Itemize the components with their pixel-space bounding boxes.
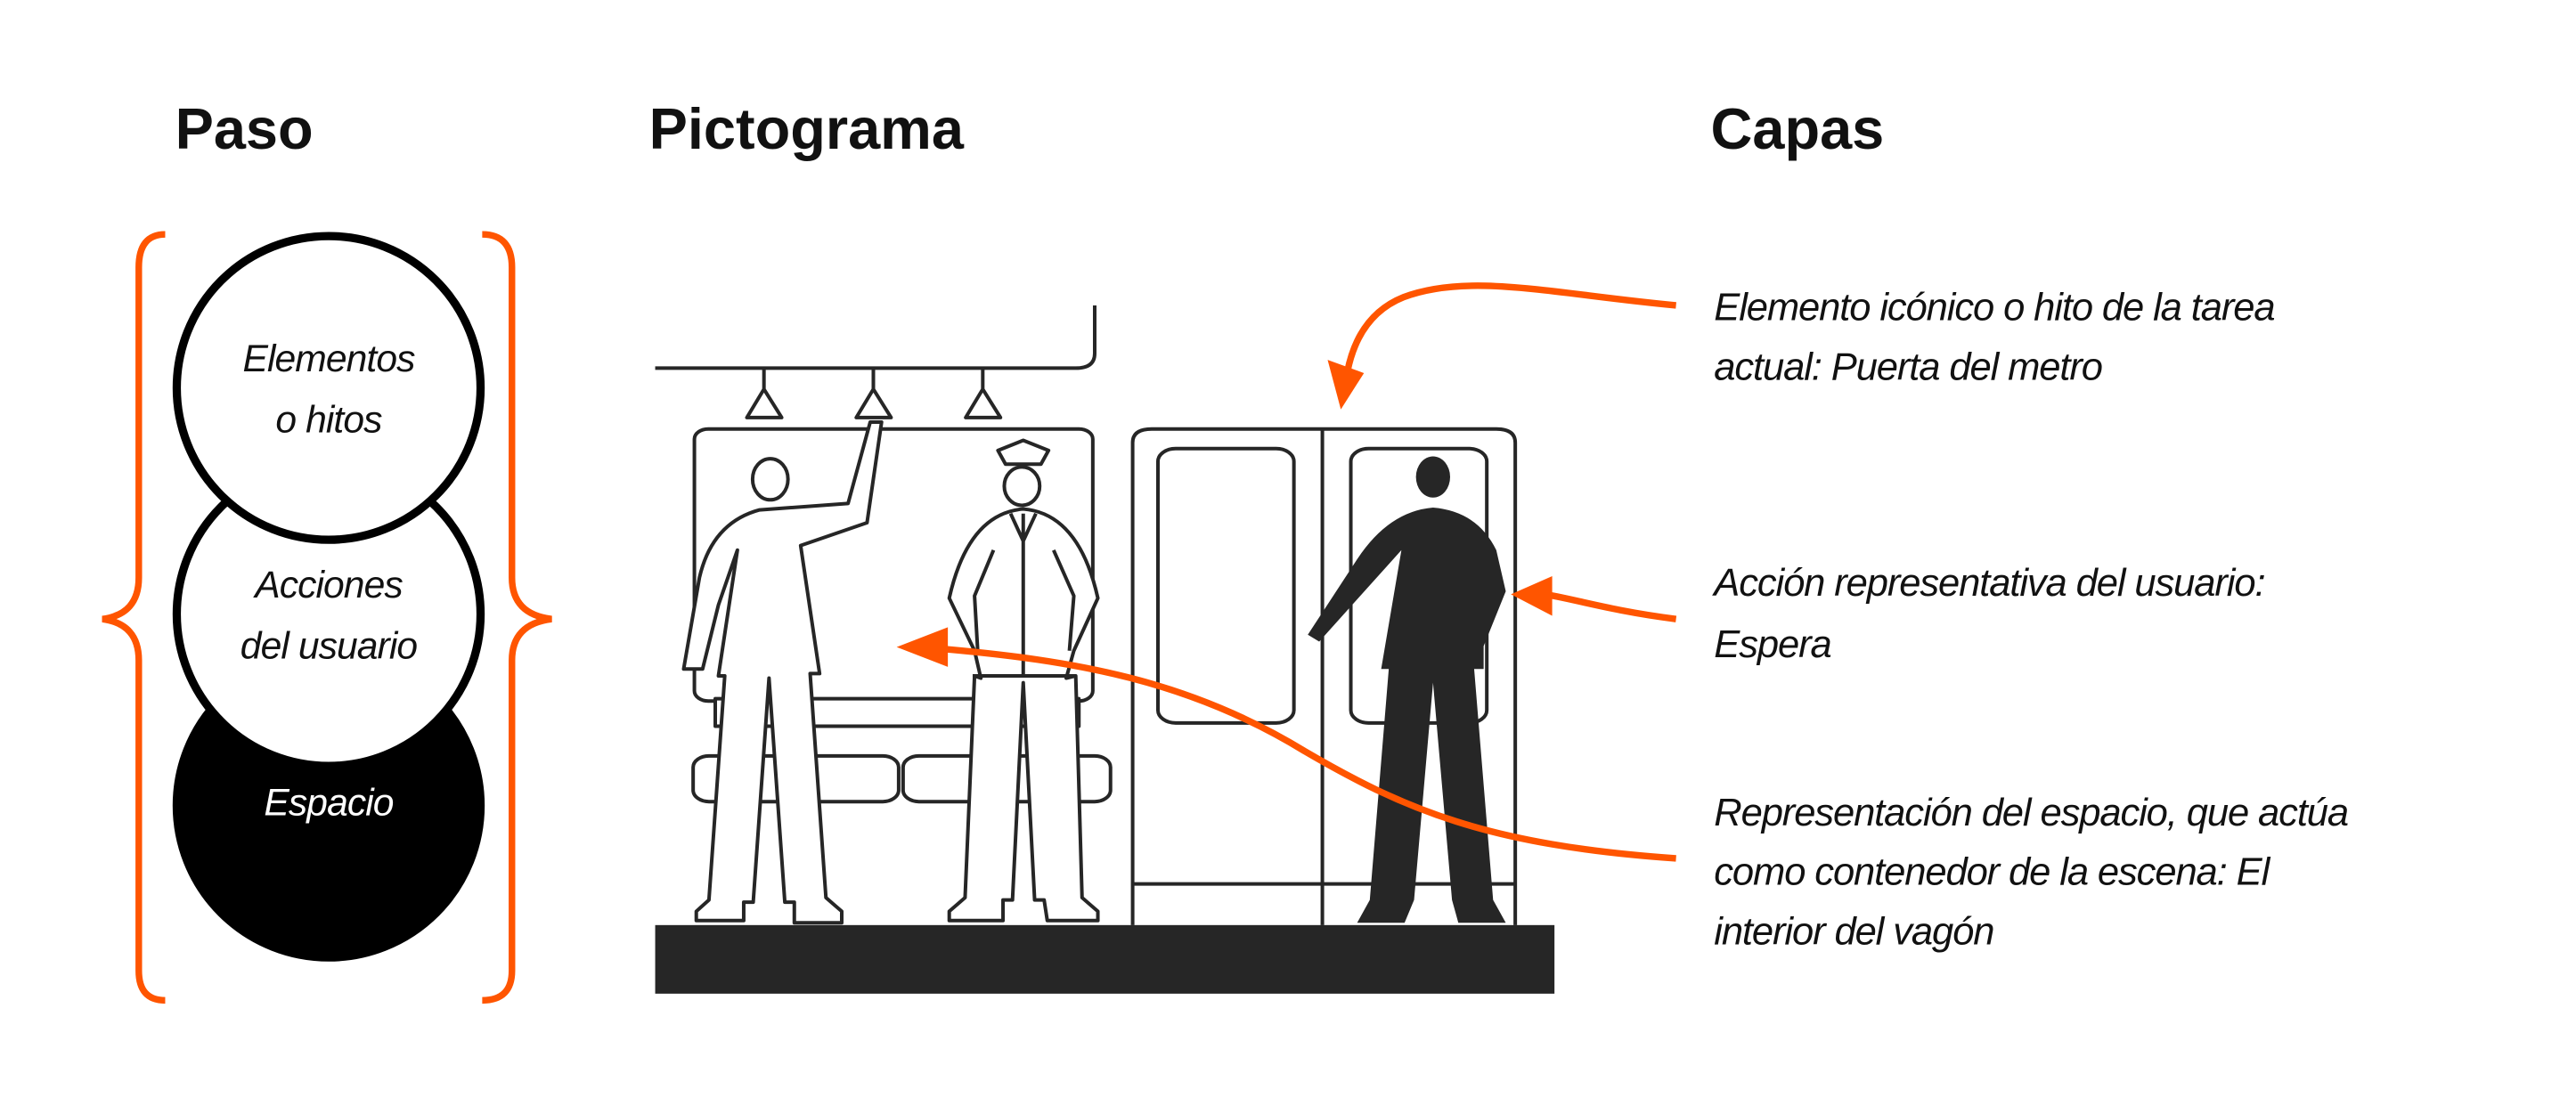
passenger-holding-strap	[684, 422, 882, 923]
handrail	[656, 305, 1095, 368]
layer-action-line2: Espera	[1714, 623, 1830, 666]
hand-straps	[747, 368, 1001, 417]
layer-space-line1: Representación del espacio, que actúa	[1714, 792, 2348, 834]
layer-action-line1: Acción representativa del usuario:	[1711, 562, 2264, 605]
step-elements-line1: Elementos	[242, 337, 415, 380]
arrow-to-user-action	[1511, 575, 1677, 622]
left-brace	[102, 231, 166, 1004]
step-circle-elements	[172, 232, 485, 544]
heading-step: Paso	[175, 96, 314, 161]
layer-space-line2: como contenedor de la escena: El	[1714, 851, 2270, 894]
arrow-to-door	[1327, 282, 1676, 410]
step-space-line1: Espacio	[264, 782, 393, 825]
layer-element-line2: actual: Puerta del metro	[1714, 346, 2102, 388]
step-actions-line1: Acciones	[252, 564, 403, 606]
arrow-to-space	[896, 627, 1676, 862]
layer-element-line1: Elemento icónico o hito de la tarea	[1714, 287, 2274, 329]
heading-layers: Capas	[1711, 96, 1885, 161]
heading-pictogram: Pictograma	[649, 96, 965, 161]
right-brace	[482, 231, 552, 1004]
layer-space-line3: interior del vagón	[1714, 910, 1993, 953]
floor	[655, 924, 1555, 994]
step-actions-line2: del usuario	[240, 625, 418, 668]
conductor	[950, 441, 1098, 921]
waiting-passenger	[1308, 456, 1506, 923]
step-elements-line2: o hitos	[275, 399, 382, 442]
pictogram	[655, 305, 1555, 994]
